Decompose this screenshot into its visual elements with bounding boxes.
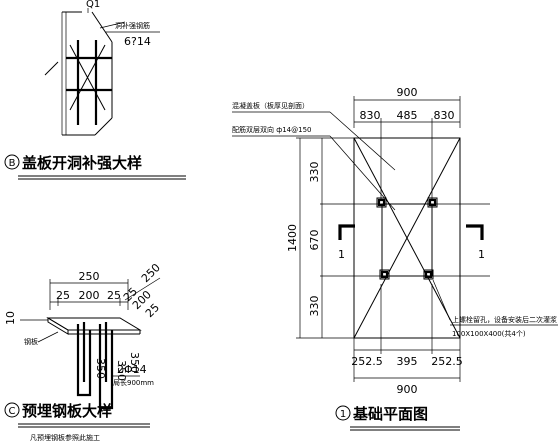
b-slope-bottom (94, 117, 113, 136)
b-slope-top (91, 11, 113, 43)
c-plate-top (46, 317, 142, 331)
plan-diag-2 (353, 137, 461, 339)
plan: 混凝盖板（板厚见剖面） 配筋双层双向 ф14@150 900 830 485 8… (232, 86, 558, 431)
plan-cover-leader (329, 111, 396, 171)
plan-dim-bot-252a: 252.5 (351, 355, 383, 368)
c-dim-200: 200 (79, 289, 100, 302)
c-dim-10: 10 (4, 311, 17, 325)
plan-bolt-hole-1-fill (377, 198, 386, 207)
plan-bolt-hole-4 (423, 269, 434, 280)
plan-dim-left-330a: 330 (308, 162, 321, 183)
plan-bolt-hole-2-fill (428, 198, 437, 207)
plan-section-left: 1 (338, 248, 345, 261)
c-dim-350c: 350 (128, 352, 141, 373)
c-note: 凡预埋钢板参照此施工 (30, 433, 100, 442)
plan-dim-left-1400: 1400 (286, 224, 299, 252)
plan-dim-bot-395: 395 (397, 355, 418, 368)
c-dim-25a: 25 (56, 289, 70, 302)
b-title-marker-circle (4, 154, 20, 170)
plan-bolt-hole-3 (379, 269, 390, 280)
c-label-rebar: 2Φ14 (117, 363, 147, 376)
plan-title-marker-circle (335, 405, 351, 421)
plan-rebar-leader (329, 135, 396, 211)
plan-title: 基础平面图 (352, 405, 428, 423)
plan-dim-bot-total: 900 (397, 383, 418, 396)
plan-foundation-outline (353, 137, 461, 339)
b-label-rebar: 6?14 (124, 35, 151, 48)
plan-dim-top-485: 485 (397, 109, 418, 122)
c-title-marker-circle (4, 402, 20, 418)
plan-bolt-leader (432, 279, 451, 321)
c-label-plate: 钢板 (24, 337, 38, 346)
c-rebar-u2 (98, 324, 114, 410)
detail-b: Q1 洞补强钢筋 6?14 B 盖板开洞补强大样 (4, 0, 186, 180)
c-label-length: 局长900mm (113, 378, 154, 387)
plan-dim-top-830b: 830 (434, 109, 455, 122)
plan-bolt-hole-1 (376, 197, 387, 208)
plan-dim-left-330b: 330 (308, 296, 321, 317)
plan-section-mark-left (338, 224, 355, 240)
plan-bolt-hole-4-fill (424, 270, 433, 279)
c-plate-leader (37, 331, 59, 343)
c-dim-350a: 350 (94, 358, 107, 379)
c-dim-25b: 25 (107, 289, 121, 302)
c-plate-side (47, 317, 69, 335)
c-diag-dim-line (124, 277, 161, 301)
plan-label-rebar: 配筋双层双向 ф14@150 (232, 125, 311, 134)
plan-title-marker: 1 (340, 409, 346, 420)
c-dim-total: 250 (79, 270, 100, 283)
detail-c: 250 25 200 25 250 25 200 25 10 钢板 350 35… (4, 261, 163, 442)
b-label-q1: Q1 (86, 0, 100, 10)
plan-bolt-hole-3-fill (380, 270, 389, 279)
c-dim-diag-250: 250 (139, 261, 163, 285)
c-title: 预埋钢板大样 (22, 402, 112, 420)
plan-label-bolt-hole: 上螺栓留孔，设备安装后二次灌浆 (452, 315, 557, 324)
b-title-marker: B (9, 158, 16, 169)
plan-section-mark-right (466, 224, 484, 240)
b-diag-2 (69, 44, 106, 111)
b-title: 盖板开洞补强大样 (22, 154, 142, 172)
b-note-leader (99, 21, 126, 29)
b-label-rebar-note: 洞补强钢筋 (115, 21, 150, 30)
b-break-mark (44, 61, 59, 76)
plan-dim-left-670: 670 (308, 230, 321, 251)
plan-label-bolt-size: 100X100X400(共4个) (452, 329, 526, 338)
plan-dim-bot-252b: 252.5 (431, 355, 463, 368)
plan-label-cover: 混凝盖板（板厚见剖面） (232, 101, 309, 110)
plan-dim-top-total: 900 (397, 86, 418, 99)
c-title-marker: C (9, 406, 16, 417)
plan-bolt-hole-2 (427, 197, 438, 208)
plan-section-right: 1 (478, 248, 485, 261)
c-rebar-u1 (76, 324, 92, 397)
plan-dim-top-830a: 830 (360, 109, 381, 122)
plan-inner-rect (381, 203, 433, 277)
